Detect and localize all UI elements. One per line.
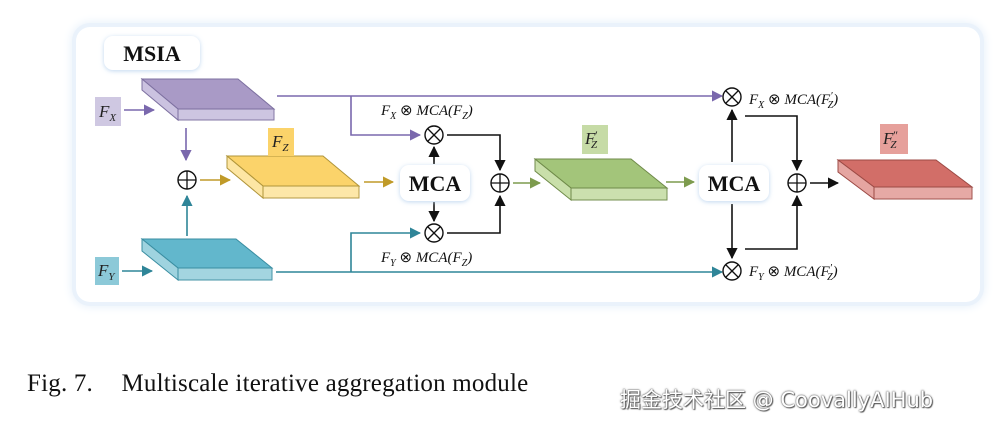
fy-branch-to-mul1-bottom	[350, 227, 422, 272]
caption-text: Multiscale iterative aggregation module	[121, 370, 529, 397]
module-title: MSIA	[123, 41, 181, 66]
svg-text:F′Z: F′Z	[584, 128, 598, 151]
multiply-operator-2-top	[722, 87, 742, 107]
svg-text:FY: FY	[97, 261, 116, 283]
formula-fx-mca-fzprime: FX ⊗ MCA(F′Z)	[748, 90, 838, 111]
mca-label-1: MCA	[409, 171, 462, 196]
formula-fy-mca-fz: FY ⊗ MCA(FZ)	[380, 250, 472, 269]
fx-branch-to-mul1-top	[350, 96, 422, 141]
feature-label-fz: FZ	[268, 128, 294, 156]
formula-fy-mca-fzprime: FY ⊗ MCA(F′Z)	[748, 262, 838, 283]
svg-text:FX: FX	[98, 102, 117, 124]
svg-text:FZ: FZ	[271, 132, 289, 154]
add-operator-2	[490, 173, 510, 193]
mca-label-2: MCA	[708, 171, 761, 196]
mul2-bottom-to-add3	[745, 194, 803, 250]
fx-label-bg	[95, 97, 121, 126]
feature-label-fz-prime: F′Z	[582, 125, 608, 154]
watermark: 掘金技术社区 @ CoovallyAIHub	[620, 388, 934, 412]
fx-feature-slab	[140, 77, 276, 122]
fzdoubleprime-feature-slab	[836, 159, 974, 200]
add-operator-1	[177, 170, 197, 190]
caption-number: Fig. 7.	[27, 370, 93, 397]
formula-fx-mca-fz: FX ⊗ MCA(FZ)	[380, 103, 473, 122]
fz-feature-slab	[225, 154, 361, 200]
figure-caption: Fig. 7. Multiscale iterative aggregation…	[27, 370, 528, 398]
input-label-fx: FX	[95, 97, 121, 126]
mul-bottom-to-add2	[447, 194, 506, 234]
mul-top-to-add2	[447, 134, 506, 172]
multiply-operator-1-top	[424, 125, 444, 145]
fy-label-bg	[95, 257, 119, 285]
module-title-tab: MSIA	[104, 36, 200, 70]
feature-label-fz-double-prime: F″Z	[880, 124, 908, 154]
multiply-operator-1-bottom	[424, 223, 444, 243]
mca-block-1: MCA	[400, 165, 470, 201]
svg-text:F″Z: F″Z	[882, 128, 898, 151]
mul2-top-to-add3	[745, 115, 803, 172]
fy-feature-slab	[140, 237, 274, 282]
multiply-operator-2-bottom	[722, 261, 742, 281]
input-label-fy: FY	[95, 257, 119, 285]
fzprime-feature-slab	[533, 157, 669, 202]
add-operator-3	[787, 173, 807, 193]
mca-block-2: MCA	[699, 165, 769, 201]
